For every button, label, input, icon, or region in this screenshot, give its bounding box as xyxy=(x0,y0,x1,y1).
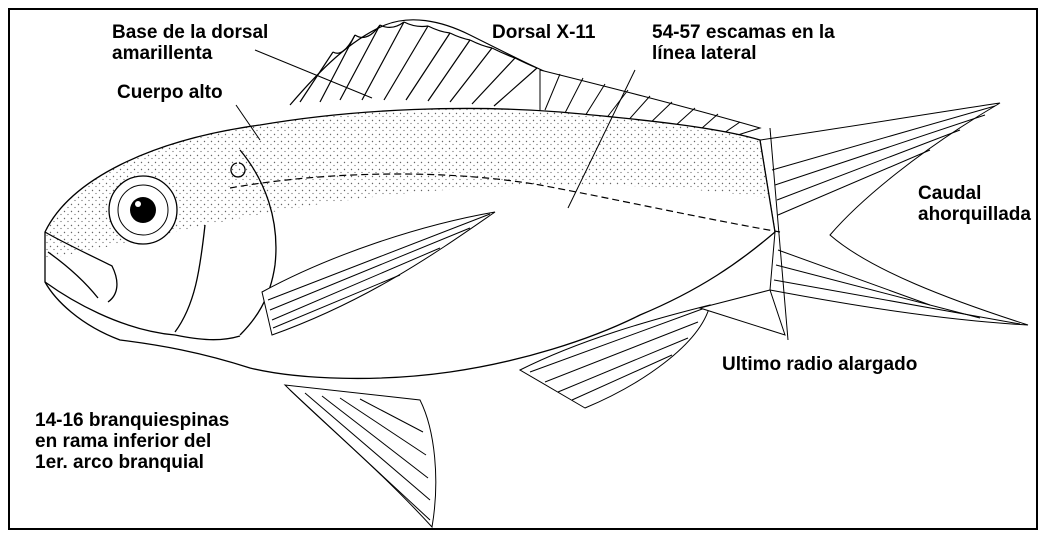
eye xyxy=(109,176,177,244)
caudal-fin-label: Caudal ahorquillada xyxy=(918,183,1031,225)
dorsal-formula-label: Dorsal X-11 xyxy=(492,22,596,43)
dorsal-base-label: Base de la dorsal amarillenta xyxy=(112,22,268,64)
body-shape-label: Cuerpo alto xyxy=(117,82,223,103)
last-ray-label: Ultimo radio alargado xyxy=(722,354,917,375)
gill-rakers-label: 14-16 branquiespinas en rama inferior de… xyxy=(35,410,229,473)
lateral-line-scales-label: 54-57 escamas en la línea lateral xyxy=(652,22,835,64)
pelvic-fin xyxy=(285,385,436,527)
